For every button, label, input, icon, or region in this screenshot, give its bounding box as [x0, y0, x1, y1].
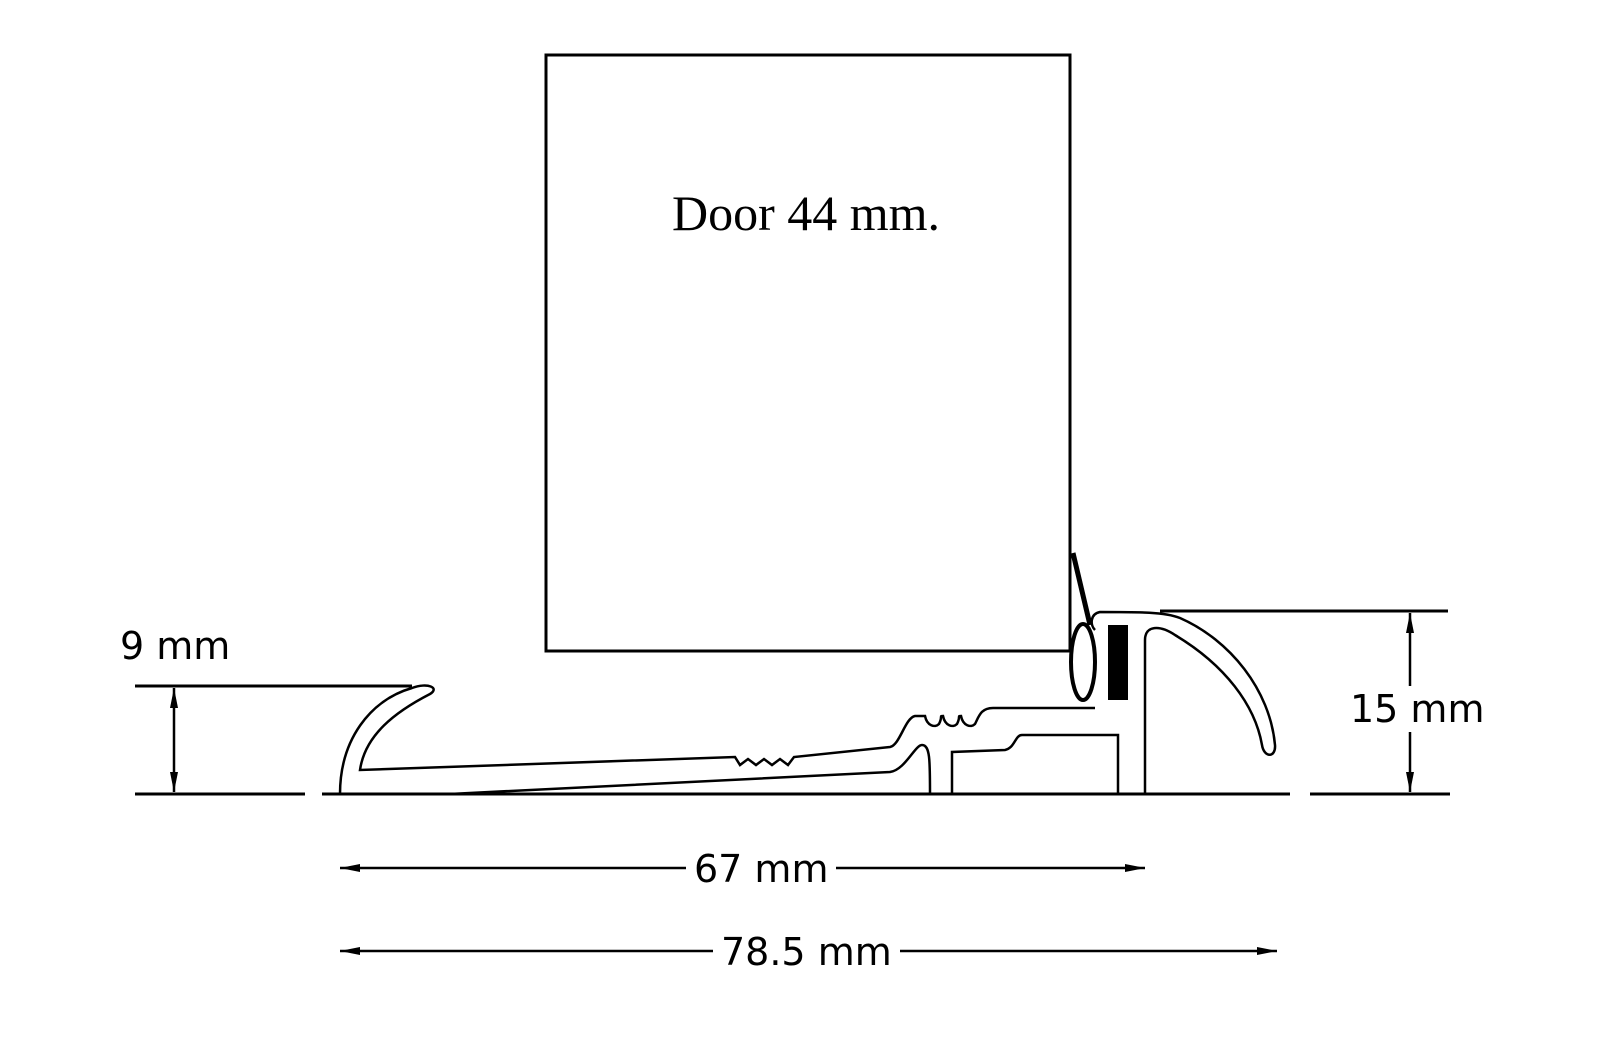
door-panel: [544, 53, 1072, 653]
left-height-label: 9 mm: [120, 624, 231, 668]
door-seal: [1069, 552, 1128, 702]
threshold-profile: [338, 610, 1277, 796]
door-label: Door 44 mm.: [672, 185, 941, 241]
inner-width-label: 67 mm: [686, 850, 837, 888]
overall-width-label: 78.5 mm: [713, 933, 900, 971]
right-height-label: 15 mm: [1348, 686, 1487, 732]
